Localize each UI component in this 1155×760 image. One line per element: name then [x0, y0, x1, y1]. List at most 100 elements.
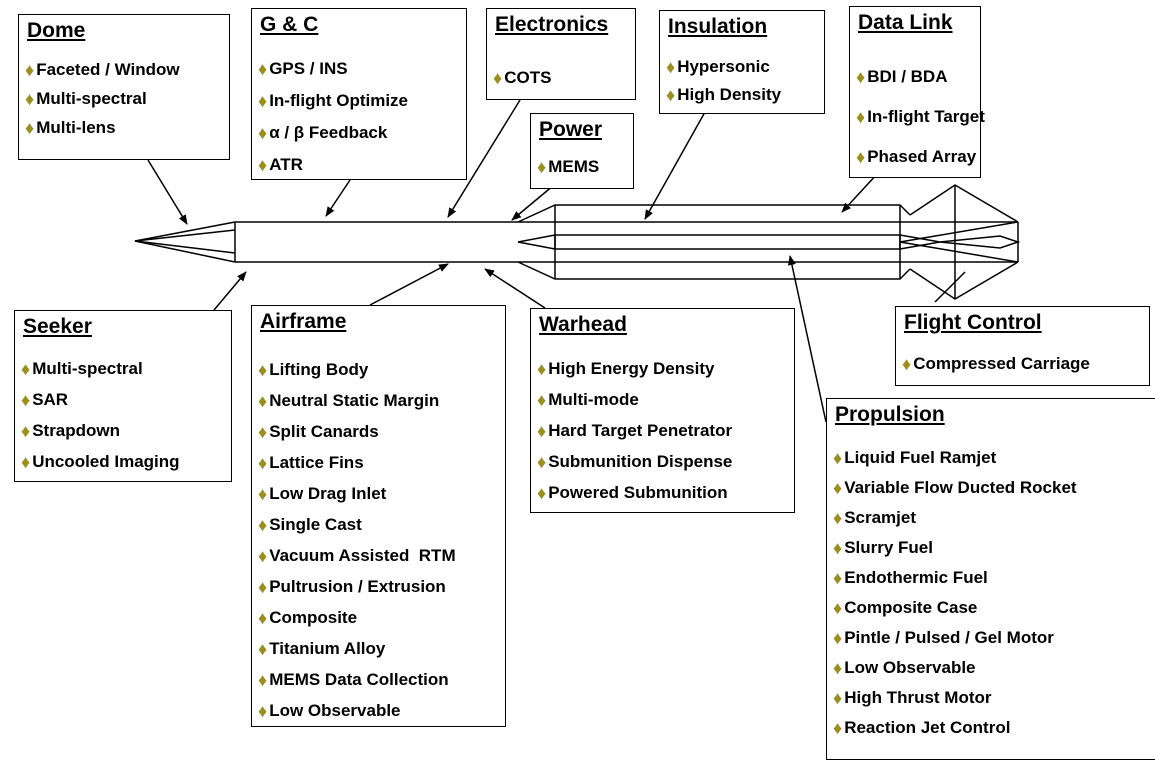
diamond-bullet-icon: ♦ — [537, 358, 547, 379]
dome-title: Dome — [27, 19, 86, 42]
diamond-bullet-icon: ♦ — [833, 568, 843, 588]
list-item: ♦Powered Submunition — [537, 482, 728, 503]
warhead-title: Warhead — [539, 313, 627, 336]
dome-box: Dome ♦Faceted / Window ♦Multi-spectral ♦… — [18, 14, 230, 160]
datalink-list: ♦BDI / BDA ♦In-flight Target ♦Phased Arr… — [856, 57, 985, 177]
diamond-bullet-icon: ♦ — [258, 59, 268, 79]
seeker-list: ♦Multi-spectral ♦SAR ♦Strapdown ♦Uncoole… — [21, 353, 180, 477]
list-item: ♦COTS — [493, 68, 552, 88]
diamond-bullet-icon: ♦ — [258, 452, 268, 473]
list-item: ♦Variable Flow Ducted Rocket — [833, 478, 1077, 498]
electronics-list: ♦COTS — [493, 65, 551, 91]
diamond-bullet-icon: ♦ — [856, 107, 866, 127]
list-item: ♦In-flight Target — [856, 107, 985, 127]
list-item: ♦Hard Target Penetrator — [537, 420, 733, 441]
airframe-box: Airframe ♦Lifting Body ♦Neutral Static M… — [251, 305, 506, 727]
list-item: ♦GPS / INS — [258, 59, 348, 79]
list-item: ♦Reaction Jet Control — [833, 718, 1011, 738]
seeker-title: Seeker — [23, 315, 92, 338]
list-item: ♦ATR — [258, 155, 303, 175]
diamond-bullet-icon: ♦ — [258, 483, 268, 504]
airframe-title: Airframe — [260, 310, 347, 333]
leader-arrows — [147, 99, 966, 423]
diamond-bullet-icon: ♦ — [258, 123, 268, 143]
electronics-title: Electronics — [495, 13, 609, 36]
datalink-box: Data Link ♦BDI / BDA ♦In-flight Target ♦… — [849, 6, 985, 178]
list-item: ♦Endothermic Fuel — [833, 568, 988, 588]
warhead-list: ♦High Energy Density ♦Multi-mode ♦Hard T… — [537, 353, 732, 508]
diamond-bullet-icon: ♦ — [537, 482, 547, 503]
diamond-bullet-icon: ♦ — [666, 57, 676, 77]
diamond-bullet-icon: ♦ — [833, 508, 843, 528]
propulsion-list: ♦Liquid Fuel Ramjet ♦Variable Flow Ducte… — [833, 443, 1077, 743]
insulation-list: ♦Hypersonic ♦High Density — [666, 53, 781, 109]
diamond-bullet-icon: ♦ — [21, 358, 31, 379]
diamond-bullet-icon: ♦ — [258, 545, 268, 566]
power-title: Power — [539, 118, 603, 141]
diamond-bullet-icon: ♦ — [537, 389, 547, 410]
diamond-bullet-icon: ♦ — [833, 538, 843, 558]
diamond-bullet-icon: ♦ — [258, 607, 268, 628]
list-item: ♦Neutral Static Margin — [258, 390, 440, 411]
power-box: Power ♦MEMS — [530, 113, 634, 189]
diamond-bullet-icon: ♦ — [25, 88, 35, 109]
diamond-bullet-icon: ♦ — [258, 155, 268, 175]
list-item: ♦Faceted / Window — [25, 59, 180, 80]
diamond-bullet-icon: ♦ — [856, 67, 866, 87]
list-item: ♦BDI / BDA — [856, 67, 948, 87]
diamond-bullet-icon: ♦ — [833, 718, 843, 738]
diamond-bullet-icon: ♦ — [258, 359, 268, 380]
diamond-bullet-icon: ♦ — [833, 598, 843, 618]
diamond-bullet-icon: ♦ — [258, 514, 268, 535]
list-item: ♦Multi-lens — [25, 117, 116, 138]
diamond-bullet-icon: ♦ — [25, 117, 35, 138]
list-item: ♦Submunition Dispense — [537, 451, 733, 472]
power-list: ♦MEMS — [537, 154, 599, 180]
list-item: ♦Compressed Carriage — [902, 354, 1090, 374]
diamond-bullet-icon: ♦ — [25, 59, 35, 80]
list-item: ♦Slurry Fuel — [833, 538, 933, 558]
propulsion-title: Propulsion — [835, 403, 945, 426]
propulsion-box: Propulsion ♦Liquid Fuel Ramjet ♦Variable… — [826, 398, 1155, 760]
diamond-bullet-icon: ♦ — [258, 390, 268, 411]
list-item: ♦High Density — [666, 85, 782, 105]
list-item: ♦SAR — [21, 389, 69, 410]
list-item: ♦Vacuum Assisted RTM — [258, 545, 456, 566]
missile-body — [134, 184, 1021, 300]
diamond-bullet-icon: ♦ — [833, 658, 843, 678]
diamond-bullet-icon: ♦ — [493, 68, 503, 88]
list-item: ♦Low Observable — [258, 700, 401, 721]
list-item: ♦Multi-spectral — [21, 358, 143, 379]
diamond-bullet-icon: ♦ — [258, 700, 268, 721]
list-item: ♦Single Cast — [258, 514, 362, 535]
list-item: ♦Composite — [258, 607, 358, 628]
diamond-bullet-icon: ♦ — [21, 451, 31, 472]
diamond-bullet-icon: ♦ — [833, 688, 843, 708]
datalink-title: Data Link — [858, 11, 953, 34]
seeker-box: Seeker ♦Multi-spectral ♦SAR ♦Strapdown ♦… — [14, 310, 232, 482]
diamond-bullet-icon: ♦ — [856, 147, 866, 167]
diamond-bullet-icon: ♦ — [21, 420, 31, 441]
list-item: ♦Pintle / Pulsed / Gel Motor — [833, 628, 1054, 648]
flightcontrol-title: Flight Control — [904, 311, 1042, 334]
list-item: ♦Split Canards — [258, 421, 379, 442]
electronics-box: Electronics ♦COTS — [486, 8, 636, 100]
diamond-bullet-icon: ♦ — [258, 576, 268, 597]
gc-list: ♦GPS / INS ♦In-flight Optimize ♦α / β Fe… — [258, 53, 408, 181]
diamond-bullet-icon: ♦ — [833, 478, 843, 498]
diamond-bullet-icon: ♦ — [902, 354, 912, 374]
list-item: ♦Phased Array — [856, 147, 977, 167]
dome-list: ♦Faceted / Window ♦Multi-spectral ♦Multi… — [25, 55, 180, 142]
list-item: ♦Strapdown — [21, 420, 121, 441]
airframe-list: ♦Lifting Body ♦Neutral Static Margin ♦Sp… — [258, 354, 456, 726]
list-item: ♦Titanium Alloy — [258, 638, 386, 659]
diamond-bullet-icon: ♦ — [537, 420, 547, 441]
flightcontrol-list: ♦Compressed Carriage — [902, 351, 1090, 377]
list-item: ♦Lifting Body — [258, 359, 369, 380]
list-item: ♦Hypersonic — [666, 57, 770, 77]
diamond-bullet-icon: ♦ — [258, 421, 268, 442]
list-item: ♦Multi-spectral — [25, 88, 147, 109]
list-item: ♦In-flight Optimize — [258, 91, 409, 111]
list-item: ♦Scramjet — [833, 508, 917, 528]
